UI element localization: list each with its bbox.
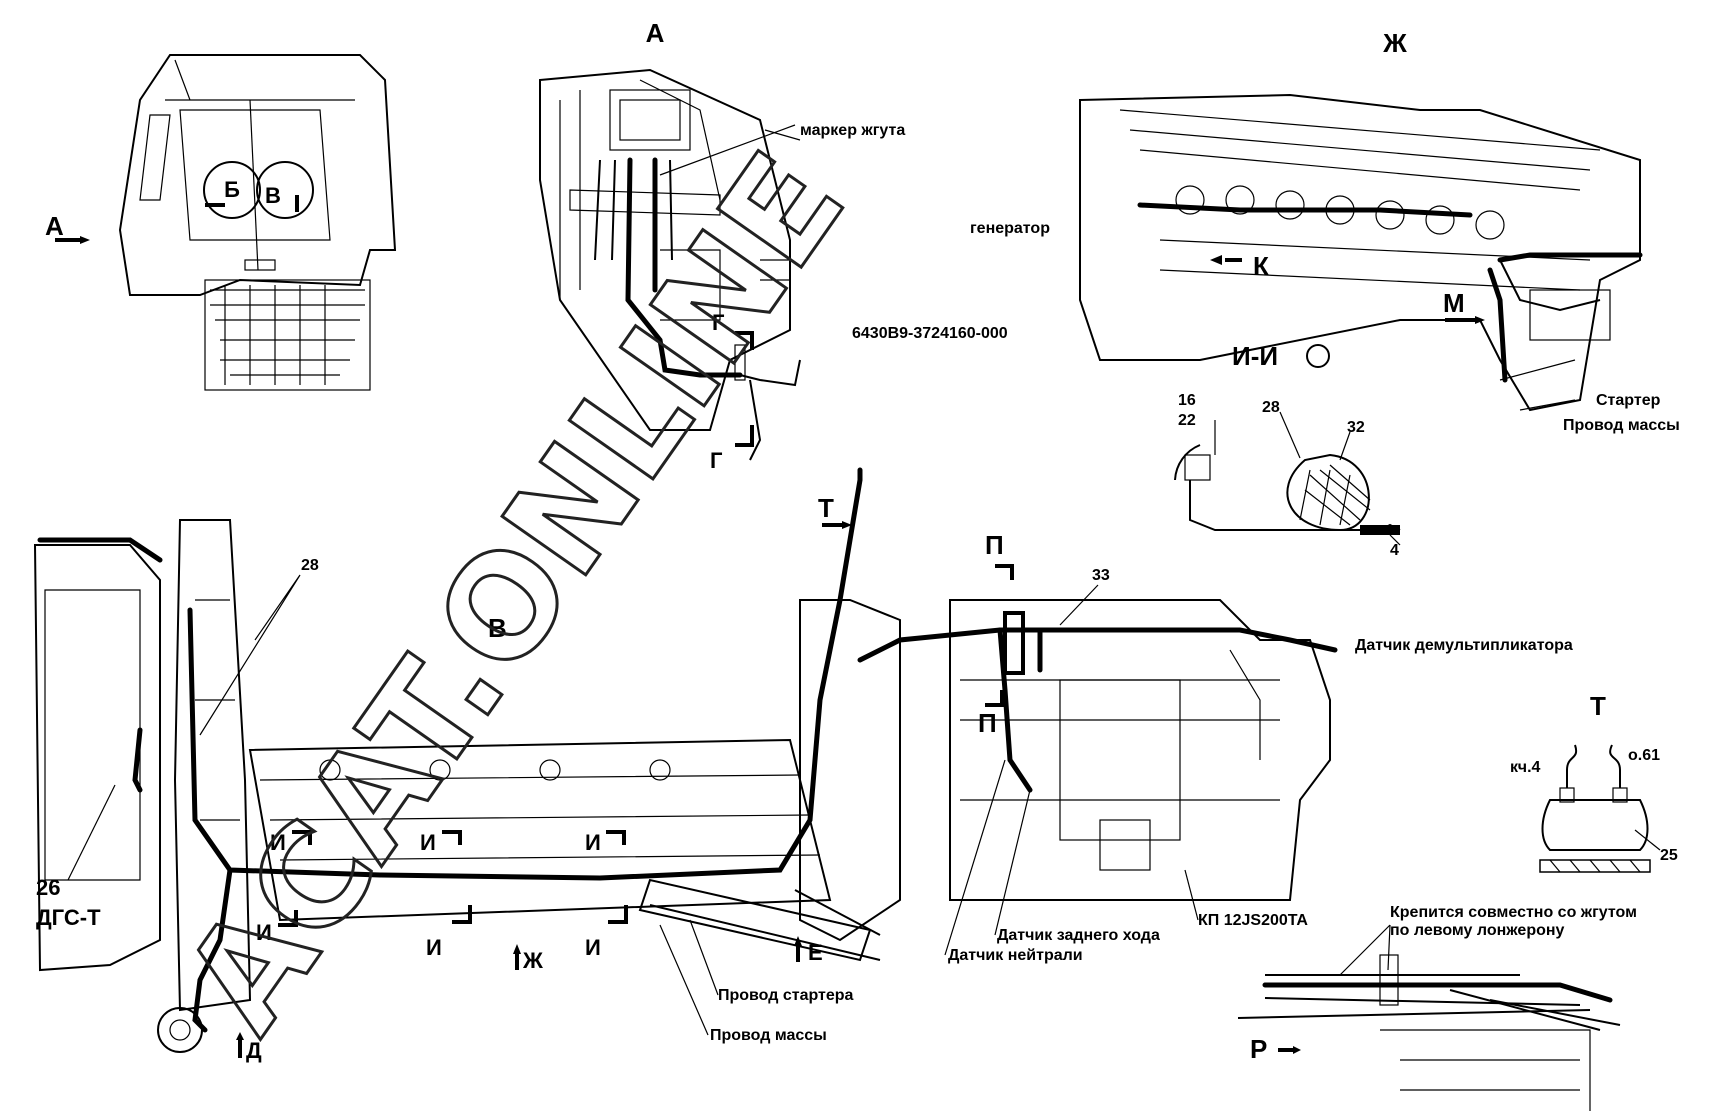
section-p-top: П xyxy=(985,530,1004,560)
label-33: 33 xyxy=(1092,567,1110,584)
label-demultiplier-sensor: Датчик демультипликатора xyxy=(1355,637,1573,654)
section-i-2: И xyxy=(420,830,436,855)
section-g-top-mark xyxy=(735,331,754,350)
view-label-v-top: В xyxy=(265,183,281,208)
section-ii-detail xyxy=(1174,411,1401,546)
label-25: 25 xyxy=(1660,847,1678,864)
label-28b: 28 xyxy=(1262,399,1280,416)
main-view-v xyxy=(33,467,1338,1053)
view-arrow-zh: Ж xyxy=(522,948,543,973)
label-32: 32 xyxy=(1347,419,1365,436)
view-label-t: Т xyxy=(1590,691,1606,721)
label-neutral-sensor: Датчик нейтрали xyxy=(948,947,1083,964)
label-starter: Стартер xyxy=(1596,392,1661,409)
label-16: 16 xyxy=(1178,392,1196,409)
view-label-zh: Ж xyxy=(1382,28,1407,58)
section-i-5: И xyxy=(426,935,442,960)
section-g-bottom-mark xyxy=(735,425,754,447)
label-reverse-sensor: Датчик заднего хода xyxy=(997,927,1160,944)
label-secured-line2: по левому лонжерону xyxy=(1390,922,1565,939)
label-4: 4 xyxy=(1390,542,1399,559)
section-i-6: И xyxy=(585,935,601,960)
label-ground-wire: Провод массы xyxy=(710,1027,827,1044)
view-arrow-e: Е xyxy=(808,940,823,965)
label-harness-marker: маркер жгута xyxy=(800,122,905,139)
section-label-ii: И-И xyxy=(1232,341,1278,371)
cab-view xyxy=(55,54,397,391)
view-label-r: Р xyxy=(1250,1034,1267,1064)
label-26: 26 xyxy=(36,875,60,900)
label-secured-line1: Крепится совместно со жгутом xyxy=(1390,904,1637,921)
label-ground-wire-top: Провод массы xyxy=(1563,417,1680,434)
section-p-top-mark xyxy=(995,564,1014,580)
section-p-bottom: П xyxy=(978,708,997,738)
section-g-top: Г xyxy=(712,310,725,335)
view-r-detail xyxy=(1237,954,1621,1111)
label-28: 28 xyxy=(301,557,319,574)
view-label-a: А xyxy=(646,18,665,48)
view-arrow-k: К xyxy=(1253,251,1269,281)
label-generator: генератор xyxy=(970,220,1050,237)
label-22: 22 xyxy=(1178,412,1196,429)
section-i-3: И xyxy=(585,830,601,855)
label-o61: о.61 xyxy=(1628,747,1660,764)
label-kch4: кч.4 xyxy=(1510,759,1541,776)
section-g-bottom: Г xyxy=(710,448,723,473)
view-a-detail xyxy=(539,68,801,461)
view-label-b: Б xyxy=(224,177,240,202)
view-arrow-m: М xyxy=(1443,288,1465,318)
section-p-bottom-mark xyxy=(985,690,1004,707)
label-starter-wire: Провод стартера xyxy=(718,987,854,1004)
watermark: ACAT.ONLINE xyxy=(154,125,876,1059)
label-part-number: 6430В9-3724160-000 xyxy=(852,325,1008,342)
view-label-v-main: В xyxy=(488,613,507,643)
section-ii-circle xyxy=(1306,344,1330,368)
view-arrow-t: Т xyxy=(818,493,834,523)
view-t-detail xyxy=(1539,744,1661,873)
section-i-4: И xyxy=(256,920,272,945)
view-arrow-a: А xyxy=(45,211,64,241)
label-dgs-t: ДГС-Т xyxy=(36,905,101,930)
label-gearbox: КП 12JS200TA xyxy=(1198,912,1308,929)
view-arrow-d: Д xyxy=(246,1038,262,1063)
view-zh-engine-top xyxy=(1079,93,1643,412)
section-i-1: И xyxy=(270,830,286,855)
